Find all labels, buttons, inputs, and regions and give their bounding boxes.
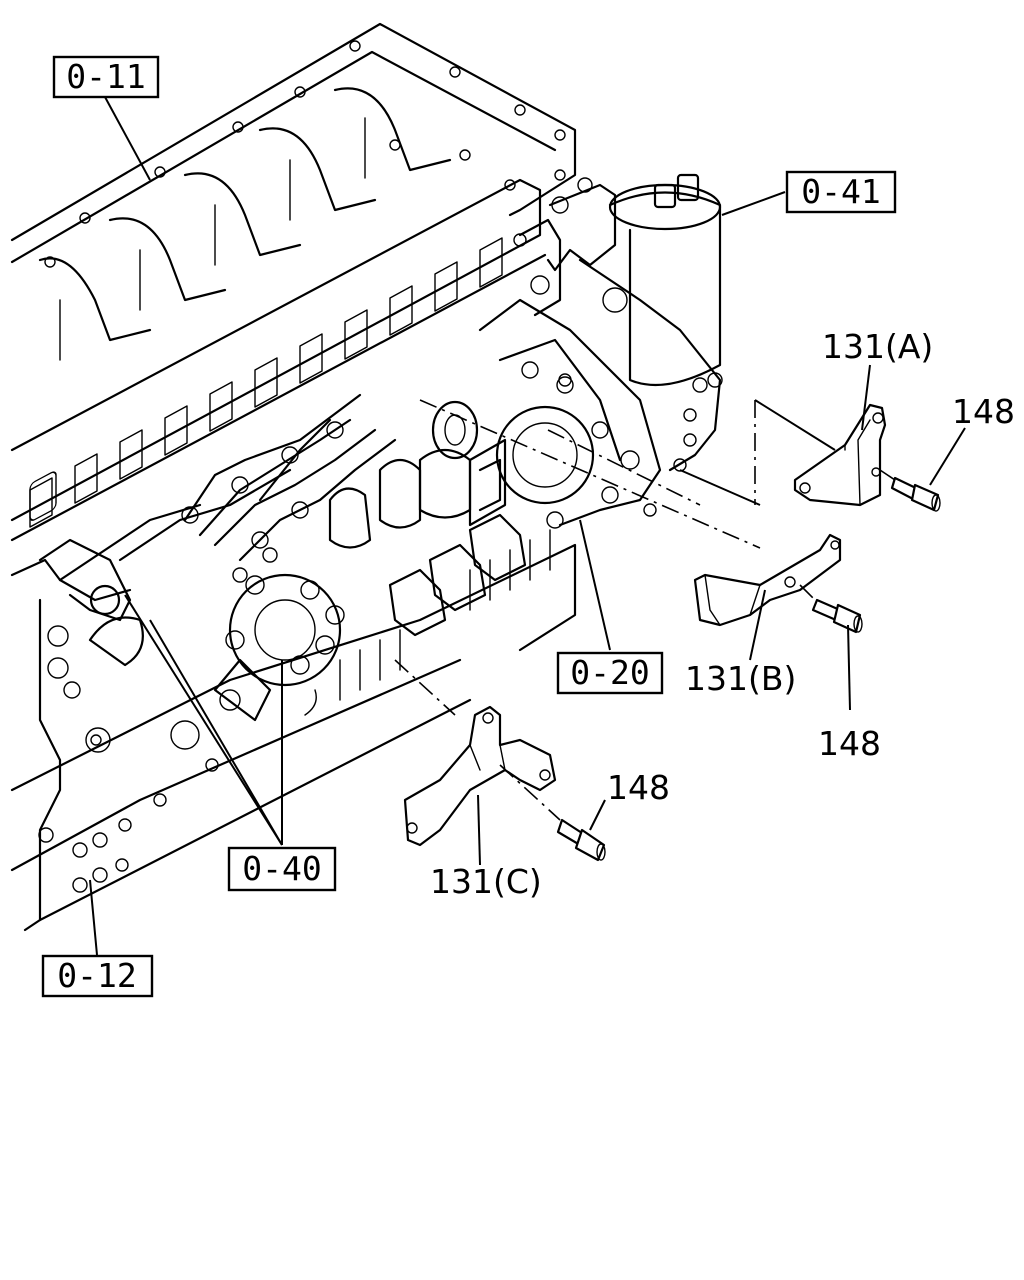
leader-lines: [89, 96, 966, 956]
part-label-148-a: 148: [952, 392, 1015, 431]
water-pump-drawing: [468, 298, 662, 529]
ref-box-0-20[interactable]: 0-20: [556, 651, 664, 695]
fuel-injection-piping: [58, 393, 397, 582]
ref-box-0-11[interactable]: 0-11: [52, 55, 160, 99]
ref-box-0-12[interactable]: 0-12: [41, 954, 154, 998]
bolt-148a-drawing: [890, 476, 941, 512]
assembly-lines: [394, 399, 896, 821]
ref-label-0-41: 0-41: [801, 172, 880, 211]
bolt-148c-drawing: [556, 818, 606, 862]
bracket-131a-drawing: [793, 403, 887, 507]
part-label-131b: 131(B): [685, 659, 796, 698]
bracket-131b-drawing: [693, 533, 842, 627]
ref-label-0-40: 0-40: [242, 849, 321, 888]
ref-label-0-11: 0-11: [66, 57, 145, 96]
part-label-148-b: 148: [818, 724, 881, 763]
part-label-131c: 131(C): [430, 862, 542, 901]
bracket-131c-drawing: [403, 705, 557, 847]
ref-box-0-41[interactable]: 0-41: [785, 170, 897, 214]
ref-label-0-12: 0-12: [57, 956, 136, 995]
oil-filter-drawing: [513, 169, 723, 472]
supply-pump-drawing: [213, 400, 527, 722]
engine-block-drawing: [10, 22, 577, 932]
bolt-148b-drawing: [811, 598, 863, 634]
part-label-148-c: 148: [607, 768, 670, 807]
ref-label-0-20: 0-20: [570, 653, 649, 692]
part-label-131a: 131(A): [822, 327, 933, 366]
ref-box-0-40[interactable]: 0-40: [227, 846, 337, 892]
